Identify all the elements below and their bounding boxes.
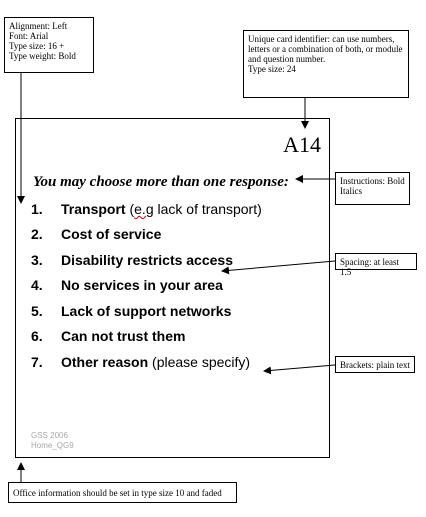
- response-item: 6. Can not trust them: [31, 328, 185, 344]
- card-instruction: You may choose more than one response:: [33, 174, 289, 190]
- bracket-open: (: [129, 201, 135, 217]
- response-item: 5. Lack of support networks: [31, 303, 231, 319]
- note-identifier-text: Unique card identifier: can use numbers,…: [248, 34, 403, 64]
- card-identifier: A14: [283, 132, 321, 157]
- spellcheck-flag: e.g: [134, 201, 154, 217]
- note-identifier-size: Type size: 24: [248, 64, 296, 74]
- note-line: Alignment: Left: [9, 21, 68, 31]
- note-spacing: Spacing: at least 1.5: [335, 253, 417, 277]
- office-information: GSS 2006 Home_QG9: [31, 431, 74, 451]
- response-extra: (e.g lack of transport): [129, 201, 261, 217]
- response-item: 7. Other reason (please specify): [31, 354, 250, 370]
- response-label: Other reason: [61, 354, 149, 370]
- response-number: 5.: [31, 303, 43, 319]
- response-number: 6.: [31, 328, 43, 344]
- response-label: Transport: [61, 201, 126, 217]
- response-label: No services in your area: [61, 277, 223, 293]
- office-line: GSS 2006: [31, 431, 68, 440]
- note-brackets: Brackets: plain text: [335, 356, 415, 373]
- response-label: Cost of service: [61, 226, 162, 242]
- note-line: Font: Arial: [9, 31, 49, 41]
- response-number: 3.: [31, 252, 43, 268]
- response-item: 4. No services in your area: [31, 277, 223, 293]
- note-line: Type size: 16 +: [9, 41, 65, 51]
- response-label: Disability restricts access: [61, 252, 233, 268]
- note-card-identifier: Unique card identifier: can use numbers,…: [243, 30, 409, 98]
- response-item: 1. Transport (e.g lack of transport): [31, 201, 262, 217]
- response-label: Can not trust them: [61, 328, 186, 344]
- response-number: 7.: [31, 354, 43, 370]
- note-alignment: Alignment: Left Font: Arial Type size: 1…: [4, 17, 94, 73]
- office-line: Home_QG9: [31, 441, 74, 450]
- response-label: Lack of support networks: [61, 303, 232, 319]
- response-number: 2.: [31, 226, 43, 242]
- response-item: 3. Disability restricts access: [31, 252, 233, 268]
- response-item: 2. Cost of service: [31, 226, 161, 242]
- response-extra-rest: lack of transport): [153, 201, 262, 217]
- response-number: 4.: [31, 277, 43, 293]
- note-office-info: Office information should be set in type…: [8, 482, 237, 503]
- showcard: A14 You may choose more than one respons…: [15, 118, 330, 458]
- note-instructions: Instructions: Bold Italics: [335, 172, 410, 205]
- note-line: Type weight: Bold: [9, 51, 76, 61]
- response-extra: (please specify): [152, 354, 251, 370]
- response-number: 1.: [31, 201, 43, 217]
